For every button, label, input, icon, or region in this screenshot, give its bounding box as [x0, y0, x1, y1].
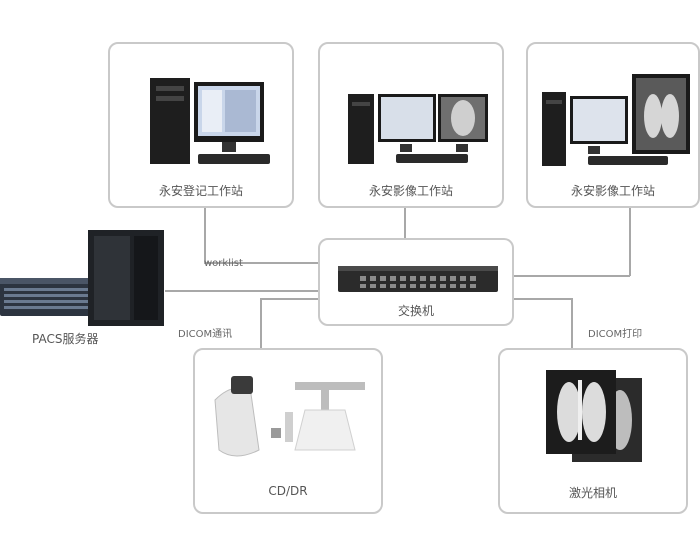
server-icon [0, 230, 164, 326]
connector-crdr-h [260, 298, 318, 300]
imaging-workstation-1-node: 永安影像工作站 [318, 42, 504, 208]
connector-registration [204, 208, 206, 263]
edge-label-dicom-transfer: DICOM通讯 [178, 329, 233, 340]
connector-pacs [165, 290, 318, 292]
laser-camera-node: 激光相机 [498, 348, 688, 514]
cr-dr-label: CD/DR [268, 484, 308, 498]
switch-node: 交换机 [318, 238, 514, 326]
connector-imaging-1 [404, 208, 406, 240]
imaging-workstation-1-label: 永安影像工作站 [368, 184, 453, 198]
xray-film-icon [546, 370, 642, 462]
switch-label: 交换机 [397, 304, 434, 318]
connector-laser-v [571, 298, 573, 348]
connector-crdr-v [260, 298, 262, 348]
edge-label-worklist: worklist [204, 258, 243, 269]
connector-right [514, 275, 630, 277]
pacs-server-label: PACS服务器 [32, 332, 99, 346]
imaging-workstation-2-label: 永安影像工作站 [570, 184, 655, 198]
computer-workstation-icon [348, 94, 488, 164]
cr-dr-node: CD/DR [193, 348, 383, 514]
edge-label-dicom-print: DICOM打印 [588, 329, 643, 340]
computer-workstation-icon [150, 78, 270, 164]
network-switch-icon [338, 266, 498, 292]
computer-workstation-icon [542, 74, 690, 166]
registration-workstation-label: 永安登记工作站 [158, 184, 243, 198]
imaging-workstation-2-node: 永安影像工作站 [526, 42, 700, 208]
registration-workstation-node: 永安登记工作站 [108, 42, 294, 208]
laser-camera-label: 激光相机 [568, 486, 617, 500]
connector-top [204, 262, 318, 264]
connector-laser-h [514, 298, 572, 300]
connector-imaging-2 [629, 208, 631, 276]
xray-machine-icon [214, 376, 365, 457]
